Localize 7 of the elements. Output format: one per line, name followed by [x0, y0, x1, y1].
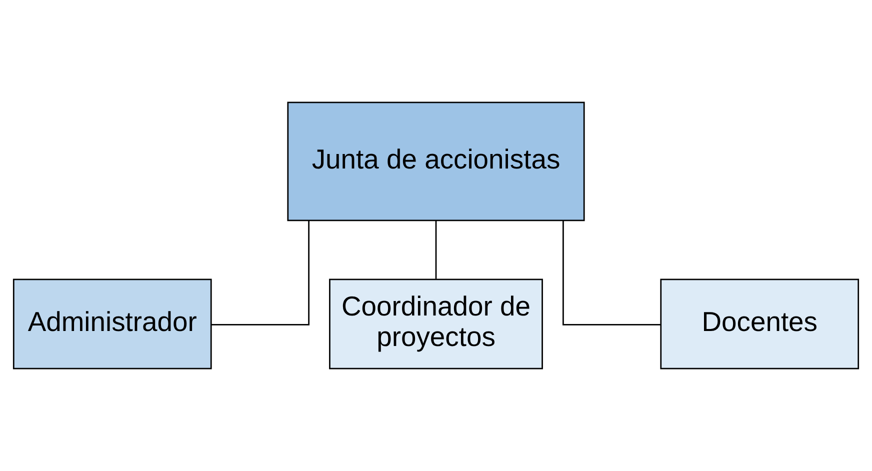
- node-box: Coordinador de proyectos: [329, 278, 543, 370]
- node-box: Docentes: [660, 278, 860, 370]
- node-box: Administrador: [12, 278, 212, 370]
- node-box: Junta de accionistas: [287, 102, 585, 222]
- connector: [435, 220, 437, 279]
- connector: [562, 220, 661, 326]
- connector: [211, 220, 310, 326]
